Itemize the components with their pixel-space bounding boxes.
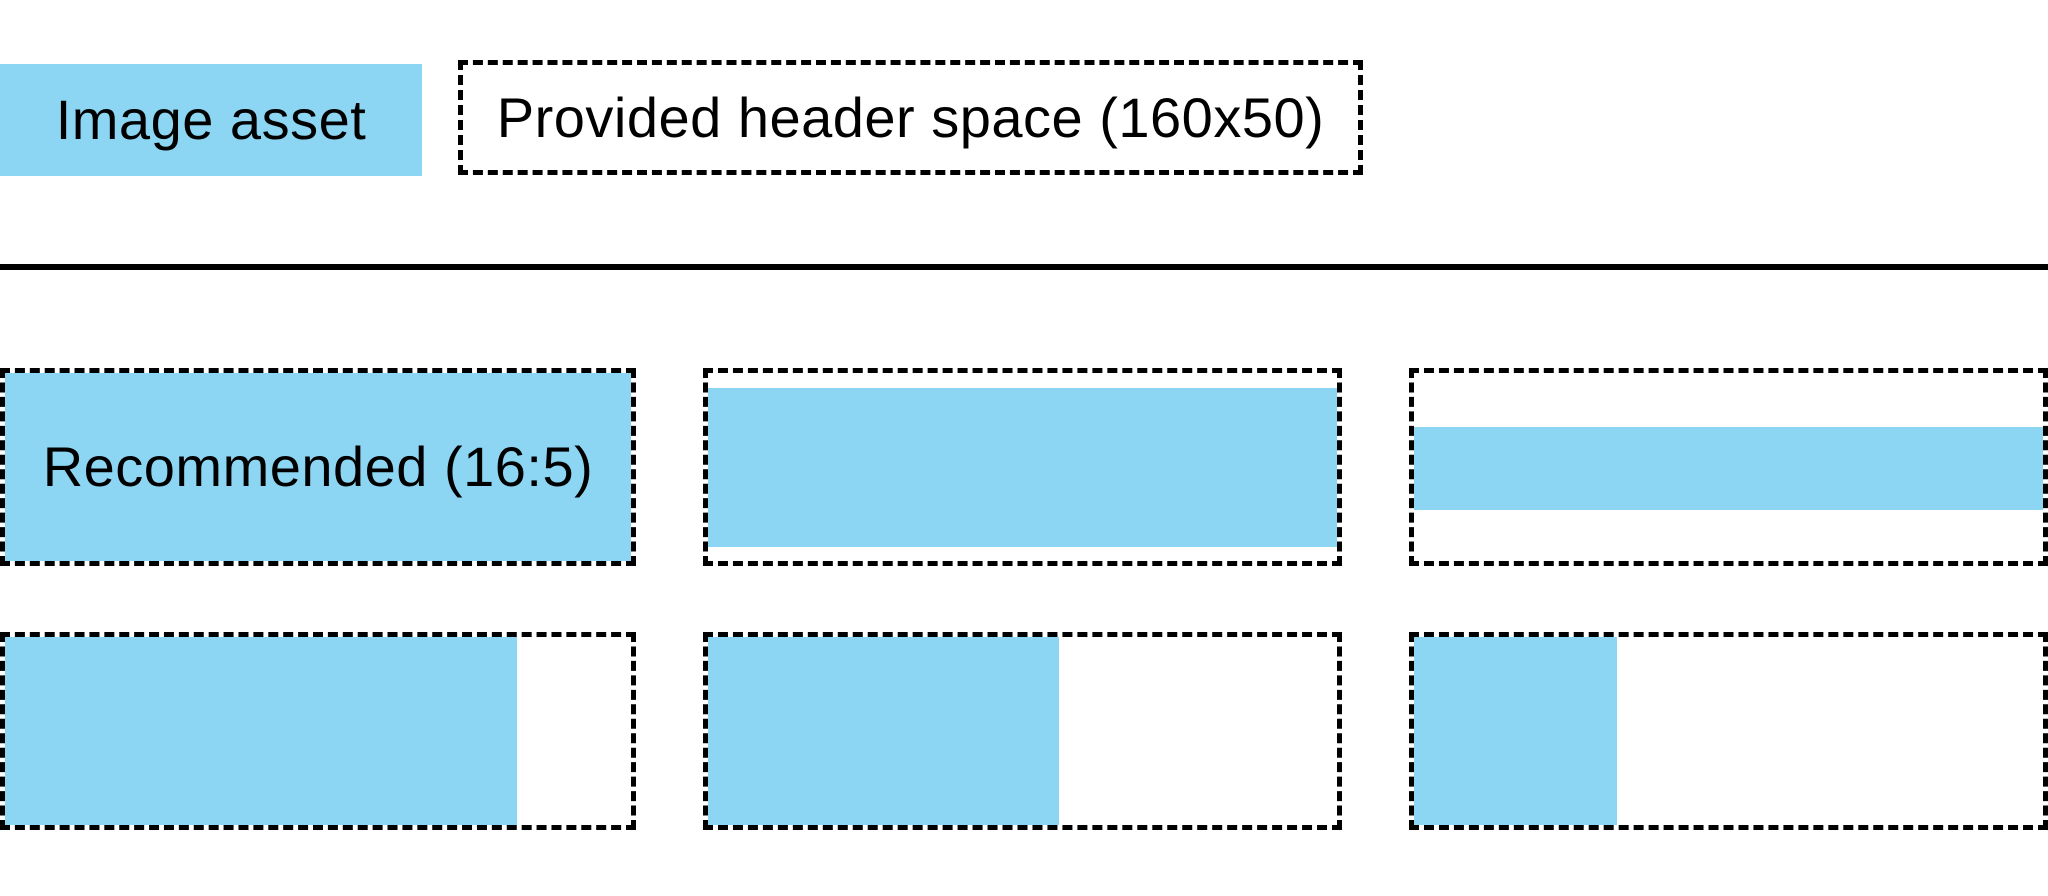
legend-header-space-label: Provided header space (160x50) — [496, 85, 1325, 149]
header-space-box-wide-asset — [703, 368, 1342, 566]
image-asset-fill — [1414, 637, 1618, 825]
header-space-box-tall-asset-medium — [703, 632, 1342, 830]
image-asset-fill — [708, 637, 1059, 825]
header-space-box-tall-asset-large — [0, 632, 636, 830]
legend-header-space-box: Provided header space (160x50) — [458, 60, 1363, 175]
header-space-box-recommended: Recommended (16:5) — [0, 368, 636, 566]
header-space-box-tall-asset-small — [1409, 632, 2048, 830]
legend-image-asset-label: Image asset — [55, 88, 367, 151]
legend-image-asset-swatch: Image asset — [0, 64, 422, 176]
image-asset-fill — [5, 637, 518, 825]
image-asset-fill — [5, 373, 631, 561]
image-asset-fill — [708, 388, 1337, 547]
image-asset-fill — [1414, 426, 2043, 511]
header-space-box-extra-wide-asset — [1409, 368, 2048, 566]
section-divider — [0, 264, 2048, 270]
recommended-label: Recommended (16:5) — [42, 435, 594, 498]
